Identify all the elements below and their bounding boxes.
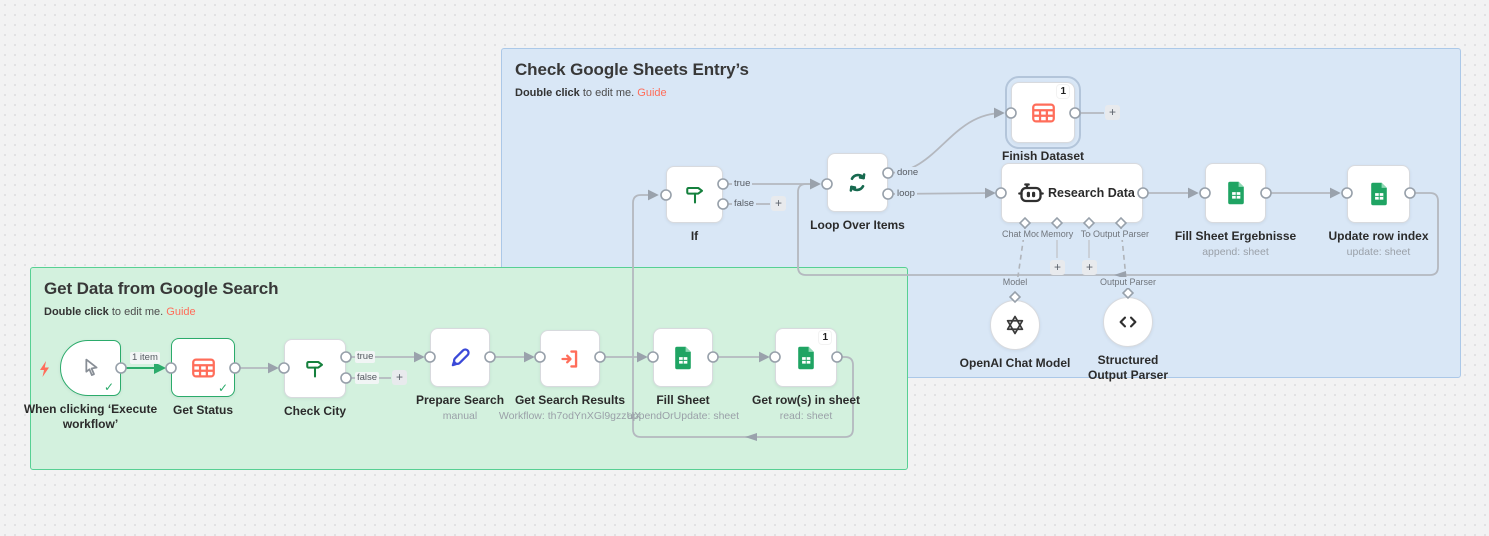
sticky-hint: Double click to edit me. Guide: [44, 306, 894, 318]
ai-port-memory-label: Memory: [1038, 229, 1076, 240]
add-node-button-checkcity-false[interactable]: +: [392, 370, 407, 385]
node-subtitle: manual: [442, 410, 478, 422]
node-title: OpenAI Chat Model: [959, 356, 1071, 370]
hint-bold: Double click: [515, 87, 580, 99]
hint-text: to edit me.: [108, 306, 167, 318]
loop-done-label: done: [895, 167, 921, 179]
node-title: Research Data: [1048, 186, 1135, 200]
node-finish-dataset[interactable]: 1: [1005, 76, 1081, 149]
table-red-icon: [172, 339, 234, 396]
robot-icon: [1014, 164, 1048, 222]
node-title: Update row index: [1328, 229, 1429, 243]
sticky-hint: Double click to edit me. Guide: [515, 87, 1447, 99]
guide-link[interactable]: Guide: [637, 87, 667, 99]
add-node-button-memory[interactable]: +: [1050, 260, 1065, 275]
node-subtitle: Workflow: th7odYnXGl9gzzUX: [498, 410, 642, 422]
node-label-get-status: Get Status: [128, 403, 278, 418]
node-check-city[interactable]: [284, 339, 346, 398]
openai-icon: [991, 301, 1039, 349]
node-label-finish-dataset: Finish Dataset: [968, 149, 1118, 164]
node-label-check-city: Check City: [240, 404, 390, 419]
node-title: Prepare Search: [415, 393, 505, 407]
node-title: Finish Dataset: [1001, 149, 1085, 163]
node-label-if: If: [620, 229, 770, 244]
node-update-row-index[interactable]: [1347, 165, 1410, 223]
guide-link[interactable]: Guide: [166, 306, 196, 318]
model-port-label: Model: [1000, 277, 1030, 288]
node-get-rows-in-sheet[interactable]: 1: [775, 328, 837, 387]
node-research-data[interactable]: Research Data: [1001, 163, 1143, 223]
node-label-get-rows-in-sheet: Get row(s) in sheet read: sheet: [731, 393, 881, 423]
node-structured-output-parser[interactable]: [1103, 297, 1153, 347]
node-fill-sheet[interactable]: [653, 328, 713, 387]
node-prepare-search[interactable]: [430, 328, 490, 387]
sheets-icon: [1348, 166, 1409, 222]
node-title: If: [690, 229, 699, 243]
node-label-structured-output-parser: Structured Output Parser: [1078, 353, 1178, 383]
node-title: Check City: [283, 404, 347, 418]
sync-icon: [828, 154, 887, 211]
table-red-icon: [1012, 83, 1074, 142]
sheets-icon: [1206, 164, 1265, 222]
node-title: Get row(s) in sheet: [751, 393, 861, 407]
pen-icon: [431, 329, 489, 386]
loop-loop-label: loop: [895, 188, 917, 200]
output-parser-port-label: Output Parser: [1097, 277, 1159, 288]
add-node-button-tool[interactable]: +: [1082, 260, 1097, 275]
signpost-icon: [285, 340, 345, 397]
trigger-bolt-icon: [40, 361, 49, 377]
node-label-loop-over-items: Loop Over Items: [783, 218, 933, 233]
node-subtitle: update: sheet: [1346, 246, 1411, 258]
node-label-prepare-search: Prepare Search manual: [385, 393, 535, 423]
add-node-button-finish-dataset[interactable]: +: [1105, 105, 1120, 120]
node-label-openai-chat-model: OpenAI Chat Model: [940, 356, 1090, 371]
success-check-icon: ✓: [103, 380, 114, 394]
node-label-manual-trigger: When clicking ‘Execute workflow’: [16, 402, 166, 432]
items-count-badge: 1: [1057, 85, 1069, 98]
node-subtitle: read: sheet: [779, 410, 833, 422]
node-label-fill-sheet-ergebnisse: Fill Sheet Ergebnisse append: sheet: [1161, 229, 1311, 259]
ai-port-output-parser-label: Output Parser: [1090, 229, 1152, 240]
sheets-icon: [654, 329, 712, 386]
node-title: Get Search Results: [514, 393, 626, 407]
node-title: Loop Over Items: [810, 218, 905, 232]
cursor-icon: [61, 341, 120, 395]
node-title: When clicking ‘Execute workflow’: [23, 402, 158, 431]
node-title: Get Status: [172, 403, 233, 417]
items-count-badge: 1: [819, 331, 831, 344]
sticky-title: Check Google Sheets Entry’s: [515, 60, 749, 79]
hint-bold: Double click: [44, 306, 109, 318]
node-get-status[interactable]: ✓: [171, 338, 235, 397]
add-node-button-if-false[interactable]: +: [771, 196, 786, 211]
checkcity-false-label: false: [355, 372, 380, 384]
checkcity-true-label: true: [355, 351, 376, 363]
sticky-title: Get Data from Google Search: [44, 279, 279, 298]
code-brackets-icon: [1104, 298, 1152, 346]
node-manual-trigger[interactable]: ✓: [60, 340, 121, 396]
if-false-label: false: [732, 198, 757, 210]
item-count-label: 1 item: [130, 352, 160, 364]
node-subtitle: append: sheet: [1202, 246, 1269, 258]
success-check-icon: ✓: [217, 381, 228, 395]
node-get-search-results[interactable]: [540, 330, 600, 387]
node-if[interactable]: [666, 166, 723, 223]
exec-workflow-icon: [541, 331, 599, 386]
node-fill-sheet-ergebnisse[interactable]: [1205, 163, 1266, 223]
node-title: Fill Sheet Ergebnisse: [1174, 229, 1297, 243]
hint-text: to edit me.: [579, 87, 638, 99]
node-openai-chat-model[interactable]: [990, 300, 1040, 350]
if-true-label: true: [732, 178, 753, 190]
node-title: Structured Output Parser: [1087, 353, 1168, 382]
node-loop-over-items[interactable]: [827, 153, 888, 212]
node-label-update-row-index: Update row index update: sheet: [1304, 229, 1454, 259]
signpost-icon: [667, 167, 722, 222]
